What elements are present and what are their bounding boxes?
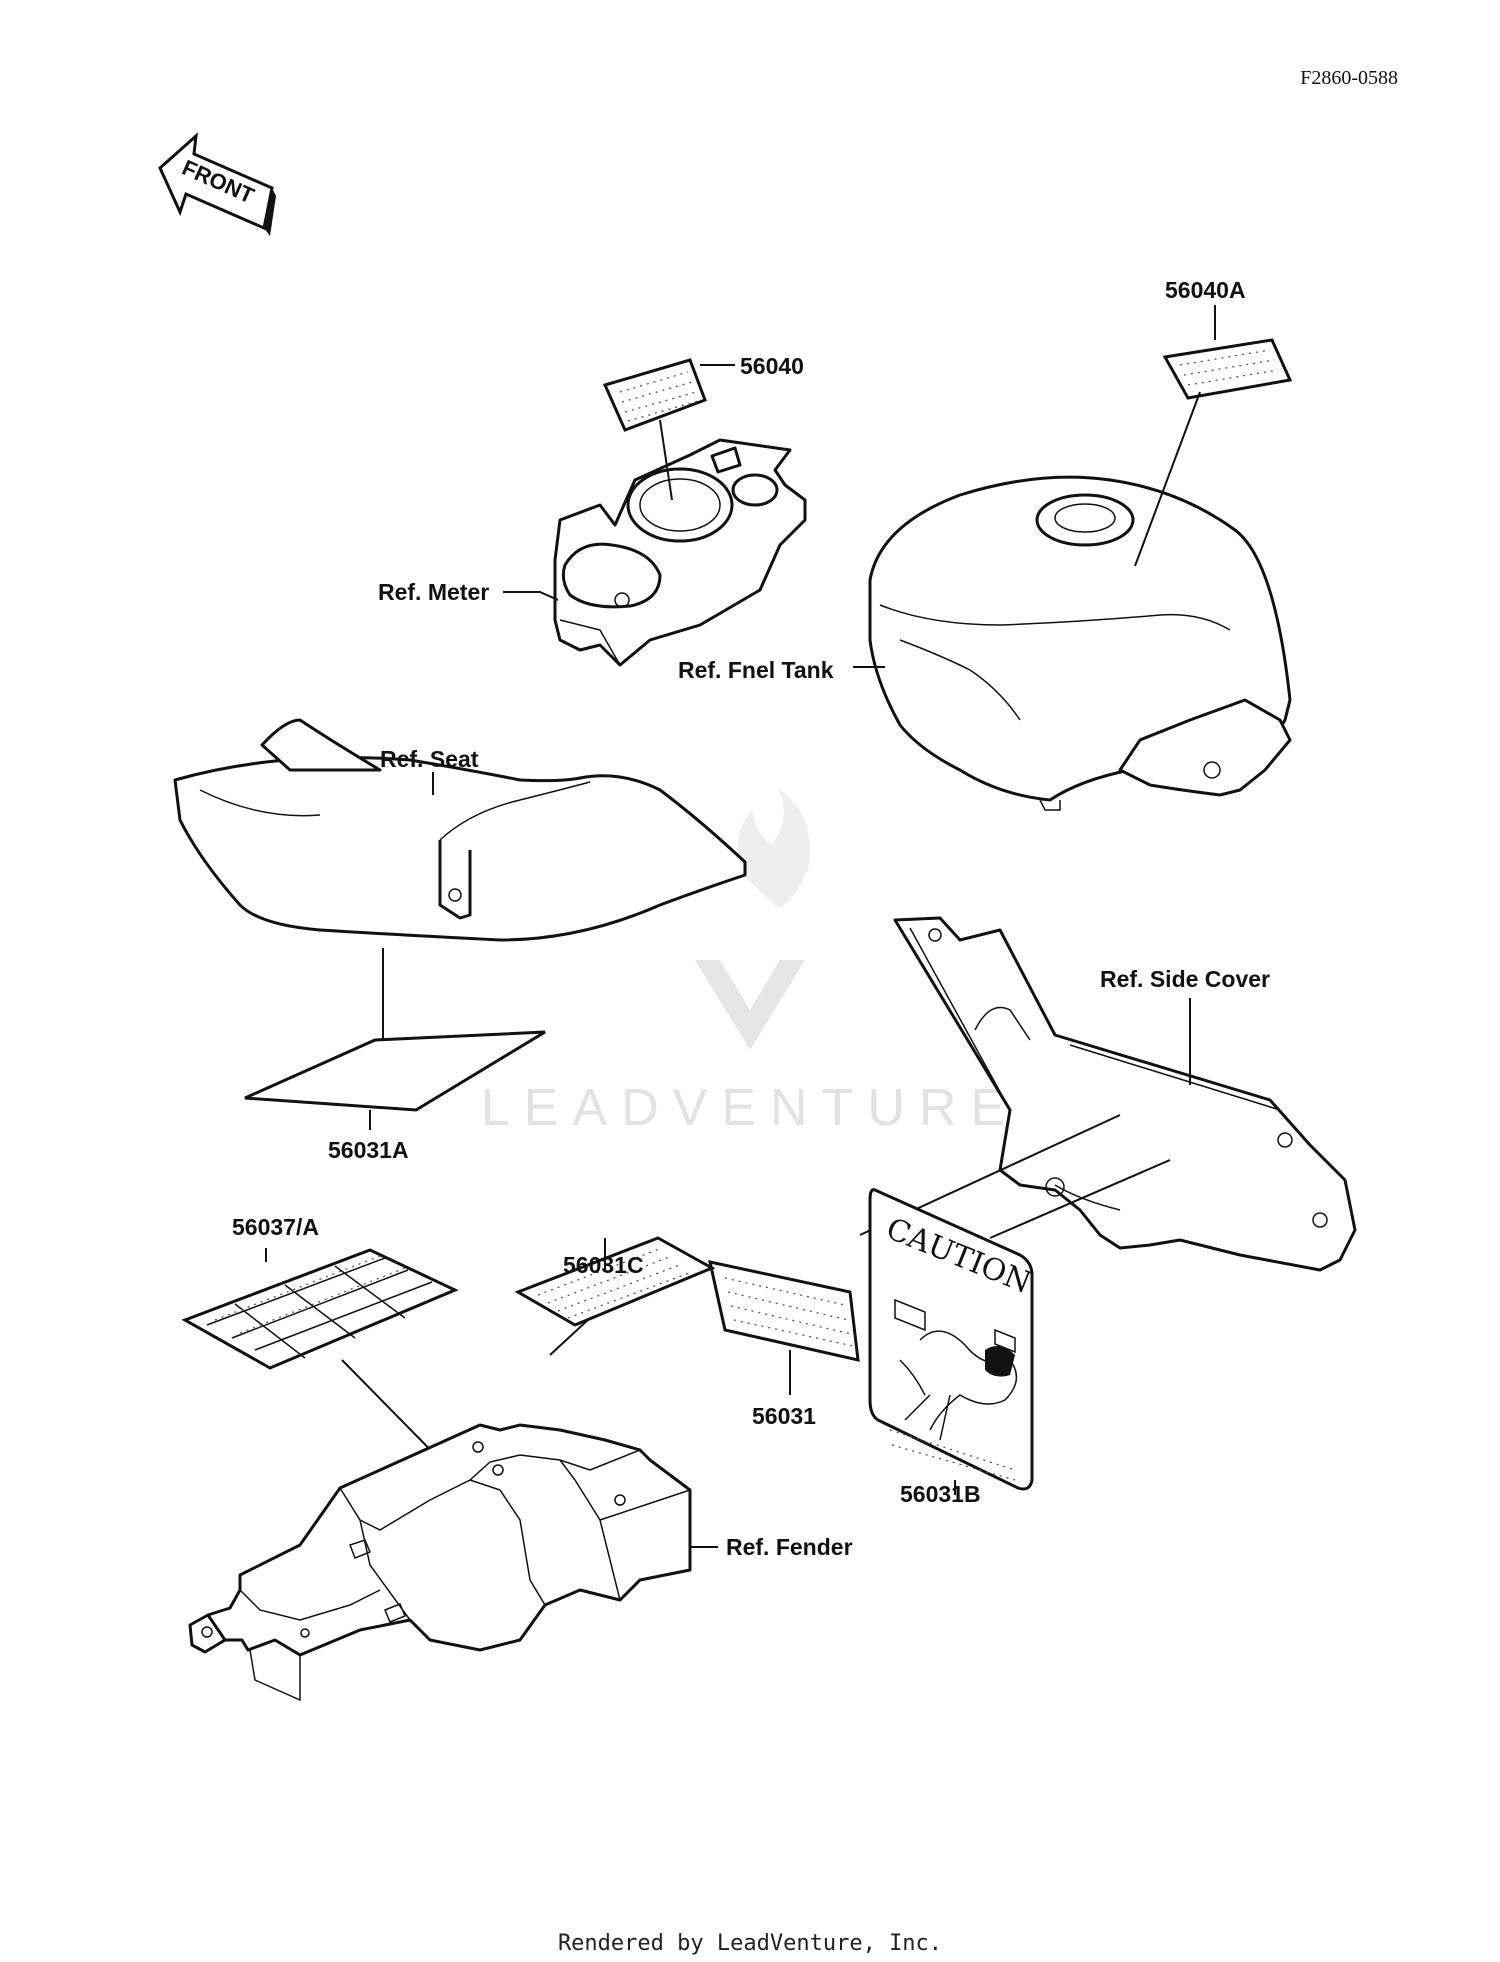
label-ref-fender: Ref. Fender bbox=[726, 1534, 853, 1560]
figure-number: F2860-0588 bbox=[1300, 67, 1398, 89]
decal-56031B: CAUTION bbox=[868, 1188, 1036, 1491]
label-ref-meter: Ref. Meter bbox=[378, 579, 489, 605]
label-ref-side-cover: Ref. Side Cover bbox=[1100, 966, 1270, 992]
label-56031B: 56031B bbox=[900, 1481, 981, 1507]
fuel-tank bbox=[868, 475, 1292, 811]
label-56031C: 56031C bbox=[563, 1252, 644, 1278]
decal-56031A bbox=[244, 1030, 546, 1112]
decal-56031 bbox=[708, 1260, 860, 1362]
seat bbox=[173, 718, 747, 942]
label-56040: 56040 bbox=[740, 353, 804, 379]
front-arrow-icon: FRONT bbox=[158, 132, 276, 236]
label-56031A: 56031A bbox=[328, 1137, 409, 1163]
meter-housing bbox=[553, 438, 807, 667]
label-56040A: 56040A bbox=[1165, 277, 1246, 303]
decal-56040 bbox=[602, 358, 707, 432]
watermark: LEADVENTURE bbox=[481, 788, 1019, 1137]
side-cover bbox=[893, 916, 1357, 1272]
decal-56031C bbox=[514, 1236, 716, 1327]
footer-text: Rendered by LeadVenture, Inc. bbox=[558, 1931, 942, 1956]
label-56037A: 56037/A bbox=[232, 1214, 319, 1240]
decal-56037A bbox=[181, 1248, 459, 1370]
watermark-text: LEADVENTURE bbox=[481, 1079, 1019, 1137]
label-56031: 56031 bbox=[752, 1403, 816, 1429]
decal-56040A bbox=[1162, 338, 1293, 400]
rear-fender bbox=[188, 1423, 692, 1702]
label-ref-fuel-tank: Ref. Fnel Tank bbox=[678, 657, 834, 683]
label-ref-seat: Ref. Seat bbox=[380, 746, 479, 772]
